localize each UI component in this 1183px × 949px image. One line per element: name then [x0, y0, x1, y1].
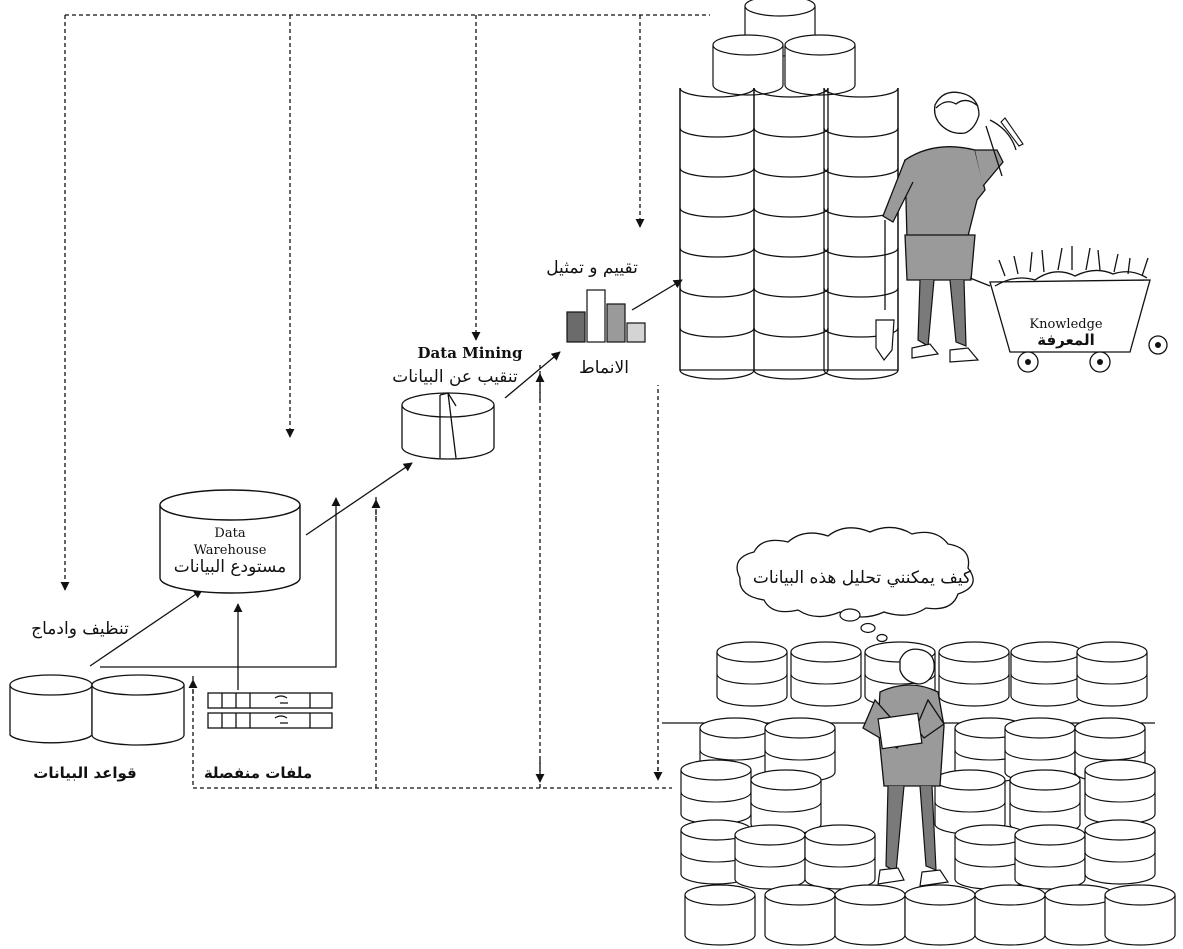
data-mining-label-en: Data Mining: [418, 344, 523, 362]
patterns-bar-icon: [567, 290, 645, 342]
warehouse-label-en-1: Data: [214, 526, 245, 541]
thought-bubble-text: كيف يمكنني تحليل هذه البيانات: [753, 568, 972, 588]
data-warehouse-icon: [160, 490, 300, 593]
knowledge-cart-icon: [970, 246, 1167, 372]
patterns-label: الانماط: [579, 358, 629, 378]
feedback-dashed-lines: [65, 15, 710, 788]
arrow-to-knowledge: [632, 280, 682, 310]
cleaning-integration-label: تنظيف وادماج: [31, 619, 129, 639]
knowledge-stack-illustration: [680, 0, 898, 379]
flat-files-icon: [208, 693, 332, 728]
data-mining-label-ar: تنقيب عن البيانات: [392, 367, 518, 387]
warehouse-label-en-2: Warehouse: [194, 543, 267, 558]
data-mining-cylinder-icon: [402, 393, 494, 459]
evaluation-label: تقييم و تمثيل: [546, 258, 638, 278]
knowledge-label-ar: المعرفة: [1037, 331, 1095, 349]
warehouse-label-ar: مستودع البيانات: [174, 557, 287, 577]
knowledge-label-en: Knowledge: [1029, 317, 1103, 332]
flat-files-label: ملفات منفصلة: [204, 764, 312, 782]
arrow-to-data-mining: [306, 463, 412, 535]
databases-label: قواعد البيانات: [33, 764, 137, 782]
databases-icon: [10, 675, 184, 745]
